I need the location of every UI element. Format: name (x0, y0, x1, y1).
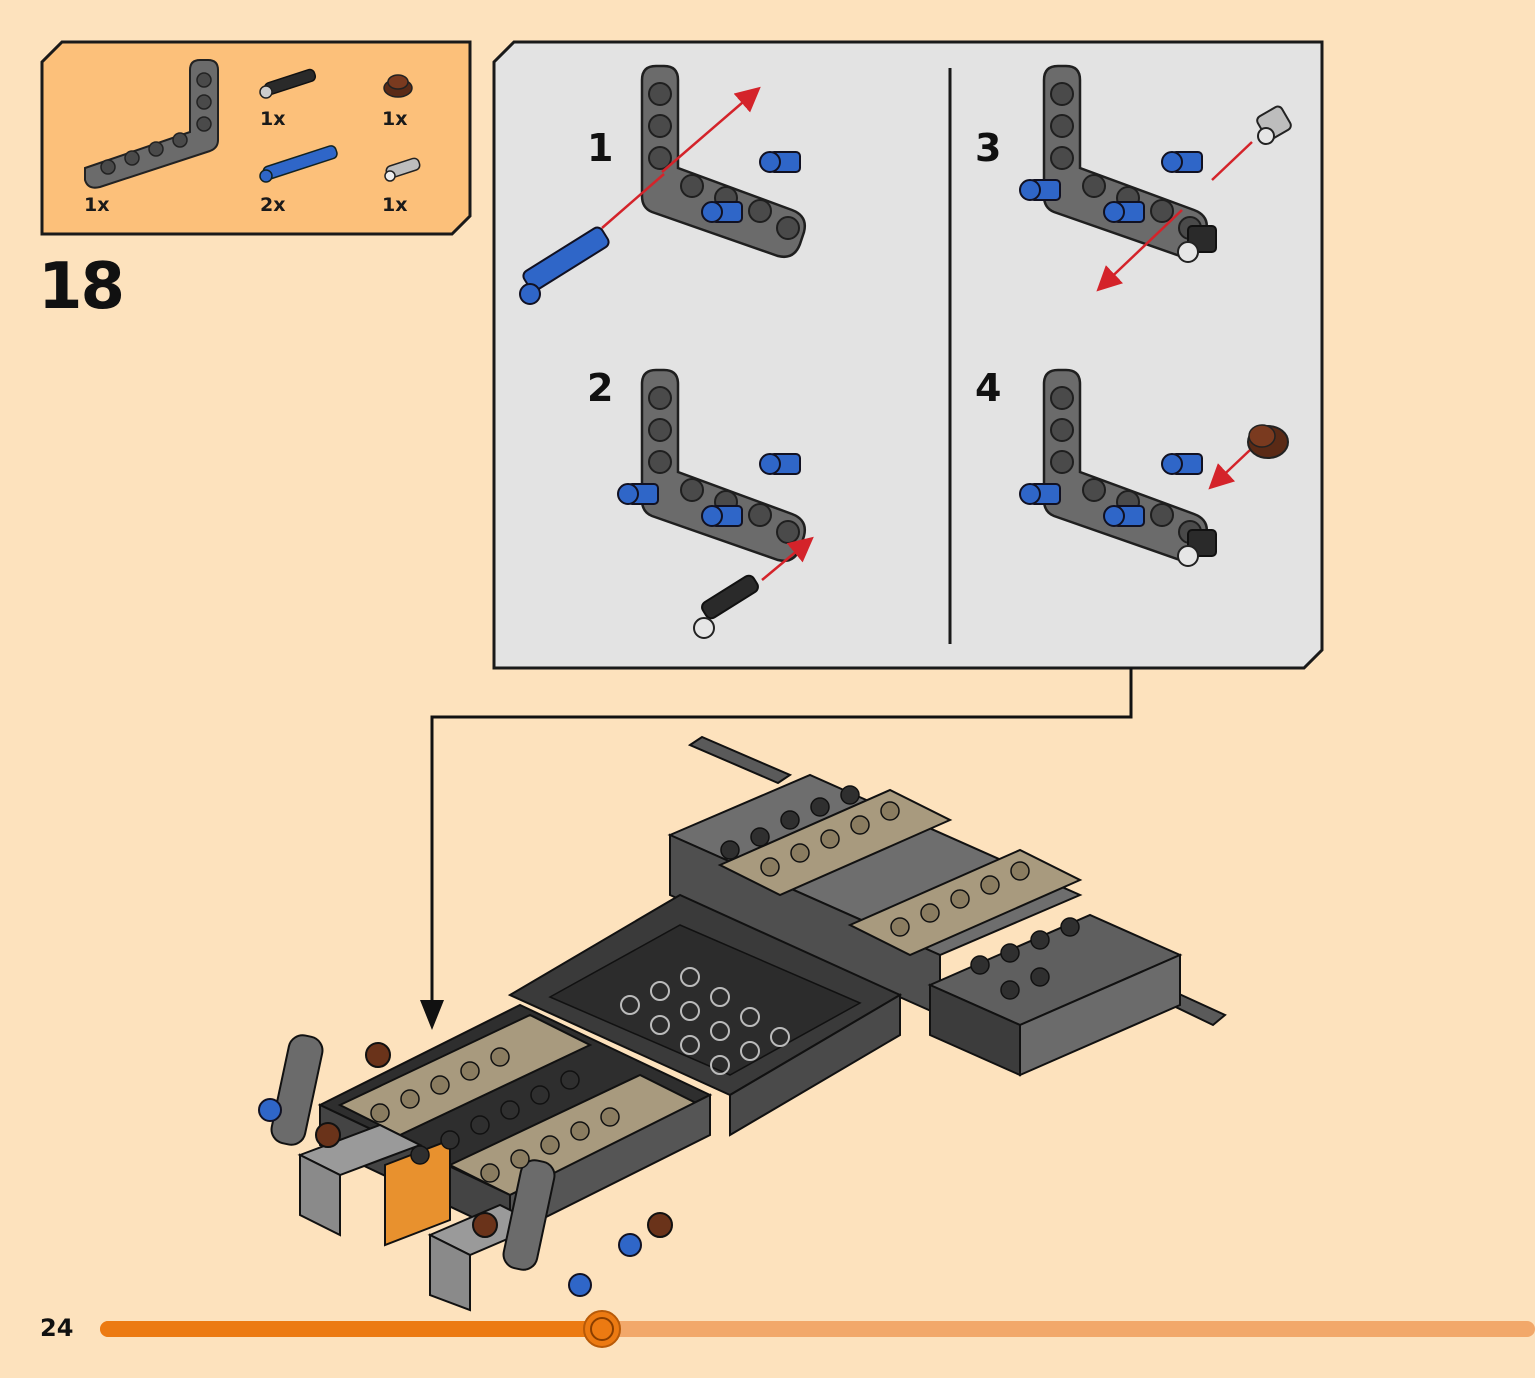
substep-number-1: 1 (587, 126, 614, 170)
substep-1-illustration (519, 64, 807, 305)
page-progress-bar (100, 1321, 1535, 1337)
step-number: 18 (38, 250, 125, 324)
part-qty-beam: 1x (84, 194, 110, 216)
page-number: 24 (40, 1314, 74, 1342)
page-progress-marker (583, 1310, 622, 1348)
assembled-model-illustration (258, 735, 1227, 1312)
blue-axle-pin-icon (259, 145, 338, 183)
gray-l-beam-icon (84, 59, 219, 189)
substep-number-4: 4 (975, 366, 1002, 410)
black-connector-pin-icon (259, 68, 317, 99)
part-qty-pin-connector: 1x (382, 194, 408, 216)
brown-round-plate-icon (383, 74, 413, 98)
part-qty-round-plate: 1x (382, 108, 408, 130)
parts-list-box (40, 40, 472, 236)
light-gray-pin-connector-icon (384, 157, 421, 182)
substep-2-illustration (617, 368, 814, 639)
page-progress-fill (100, 1321, 603, 1337)
substep-panel (492, 40, 1324, 670)
part-qty-axle-pin: 2x (260, 194, 286, 216)
substep-number-2: 2 (587, 366, 614, 410)
substep-number-3: 3 (975, 126, 1002, 170)
substep-4-illustration (1019, 368, 1289, 567)
part-qty-connector-pin: 1x (260, 108, 286, 130)
substep-3-illustration (1019, 64, 1292, 292)
callout-pointer-line (420, 668, 1133, 1030)
